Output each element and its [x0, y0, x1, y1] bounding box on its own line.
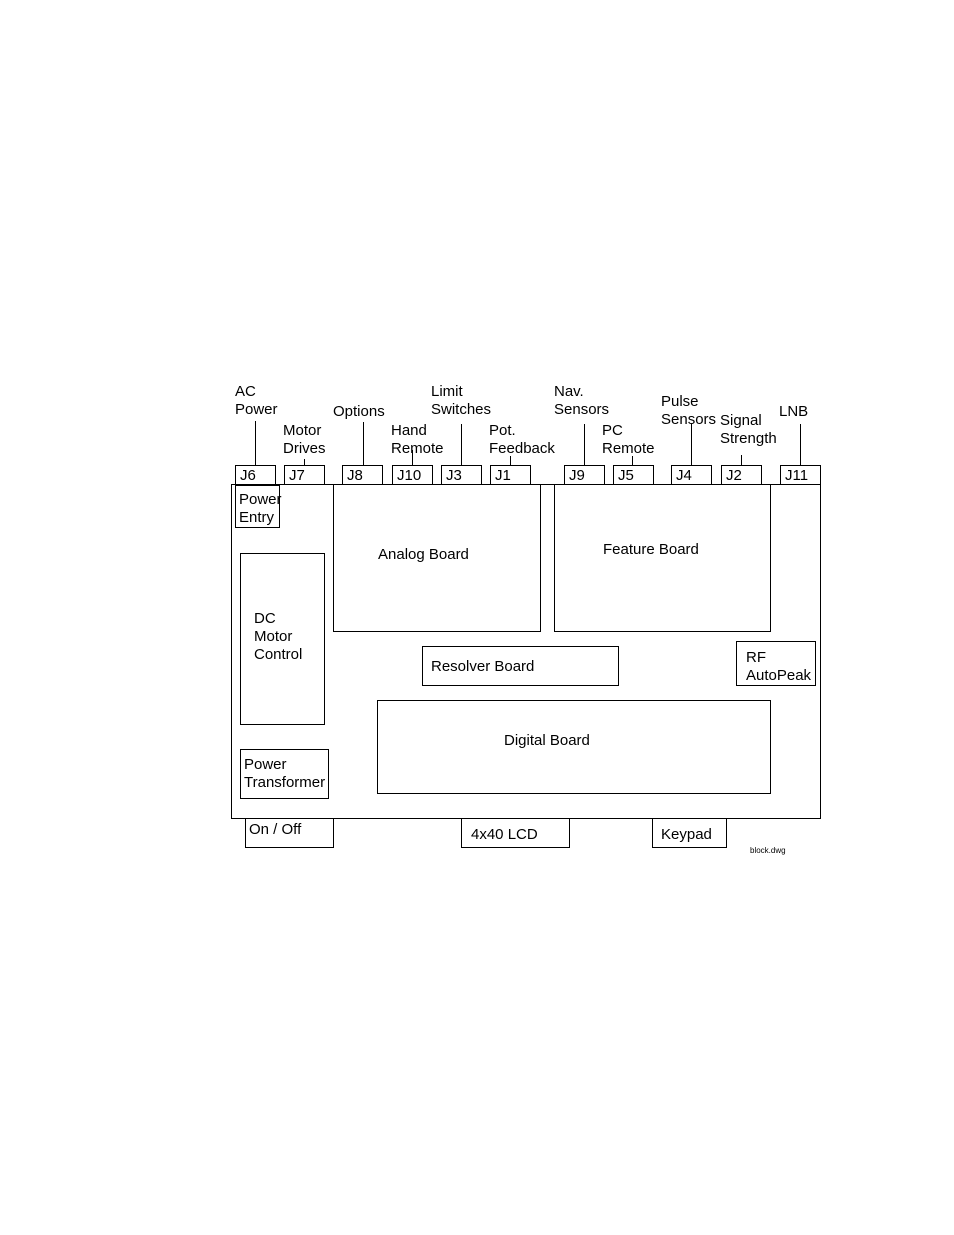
- feature-board-label: Feature Board: [603, 541, 699, 558]
- power-transformer-box: Power Transformer: [240, 749, 329, 799]
- dc-motor-control-label: DC Motor Control: [254, 610, 303, 663]
- jack-j10: J10: [392, 465, 433, 485]
- pot-feedback-leader: [510, 456, 511, 465]
- pot-feedback-label: Pot. Feedback: [489, 422, 555, 457]
- motor-drives-leader: [304, 459, 305, 465]
- dc-motor-control-box: DC Motor Control: [240, 553, 325, 725]
- keypad-box: Keypad: [652, 818, 727, 848]
- power-transformer-label: Power Transformer: [244, 756, 326, 791]
- pc-remote-leader: [632, 456, 633, 465]
- digital-board-label: Digital Board: [504, 732, 590, 749]
- lnb-label: LNB: [779, 403, 809, 420]
- jack-j11: J11: [780, 465, 821, 485]
- signal-strength-leader: [741, 455, 742, 465]
- options-leader: [363, 422, 364, 465]
- pulse-sensors-leader: [691, 424, 692, 465]
- ac-power-leader: [255, 421, 256, 465]
- hand-remote-leader: [412, 450, 413, 465]
- limit-switches-label: Limit Switches: [431, 383, 492, 418]
- jack-j3: J3: [441, 465, 482, 485]
- lcd-label: 4x40 LCD: [471, 826, 538, 843]
- motor-drives-label: Motor Drives: [283, 422, 326, 457]
- resolver-board-label: Resolver Board: [431, 658, 535, 675]
- limit-switches-leader: [461, 424, 462, 465]
- ac-power-label: AC Power: [235, 383, 278, 418]
- lnb-leader: [800, 424, 801, 465]
- jack-j4: J4: [671, 465, 712, 485]
- pc-remote-label: PC Remote: [602, 422, 655, 457]
- rf-autopeak-box: RF AutoPeak: [736, 641, 816, 686]
- options-label: Options: [333, 403, 385, 420]
- power-entry-label: Power Entry: [239, 491, 282, 526]
- power-entry-box: Power Entry: [235, 485, 282, 528]
- jack-j8: J8: [342, 465, 383, 485]
- resolver-board-box: Resolver Board: [422, 646, 619, 686]
- feature-board-box: Feature Board: [554, 484, 771, 632]
- jack-j9: J9: [564, 465, 605, 485]
- jack-j5: J5: [613, 465, 654, 485]
- nav-sensors-leader: [584, 424, 585, 465]
- rf-autopeak-label: RF AutoPeak: [746, 649, 812, 684]
- keypad-label: Keypad: [661, 826, 712, 843]
- drawing-file-name: block.dwg: [750, 846, 786, 855]
- jack-j2: J2: [721, 465, 762, 485]
- digital-board-box: Digital Board: [377, 700, 771, 794]
- pulse-sensors-label: Pulse Sensors: [661, 393, 717, 428]
- nav-sensors-label: Nav. Sensors: [554, 383, 610, 418]
- on-off-switch-box: On / Off: [245, 818, 334, 848]
- analog-board-label: Analog Board: [378, 546, 469, 563]
- on-off-label: On / Off: [249, 821, 302, 838]
- lcd-box: 4x40 LCD: [461, 818, 570, 848]
- jack-j7: J7: [284, 465, 325, 485]
- jack-j6: J6: [235, 465, 276, 485]
- analog-board-box: Analog Board: [333, 484, 541, 632]
- signal-strength-label: Signal Strength: [720, 412, 777, 447]
- hand-remote-label: Hand Remote: [391, 422, 444, 457]
- jack-j1: J1: [490, 465, 531, 485]
